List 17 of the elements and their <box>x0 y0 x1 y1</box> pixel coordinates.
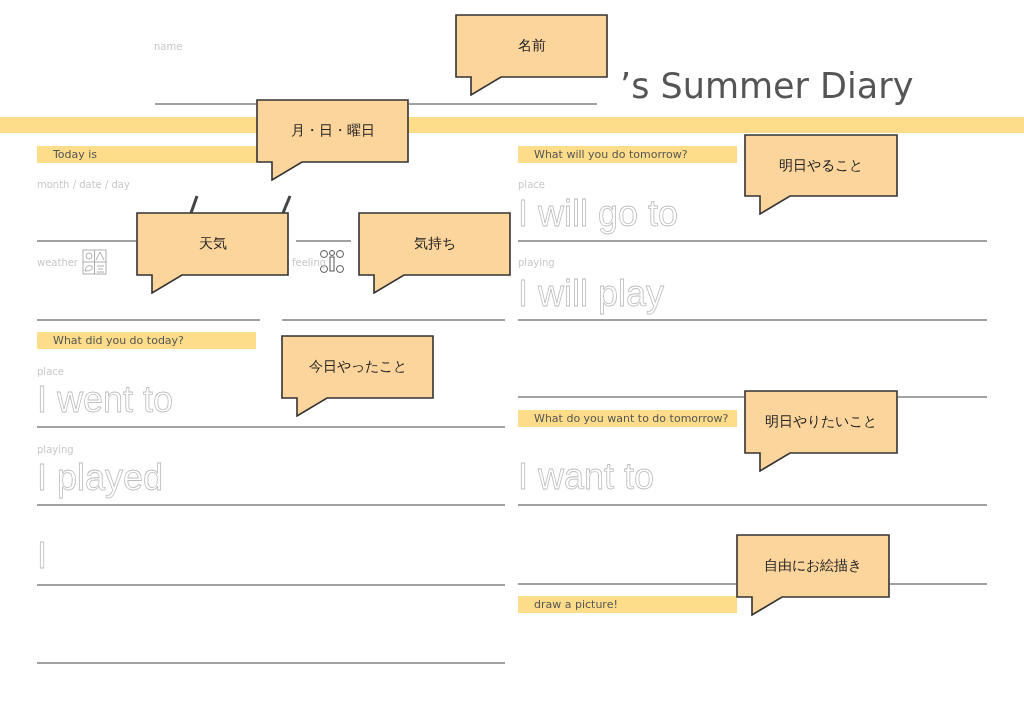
speech-bubble: 名前 <box>455 14 608 96</box>
speech-bubble: 今日やったこと <box>281 335 434 417</box>
speech-bubble: 天気 <box>136 212 289 294</box>
speech-bubble: 月・日・曜日 <box>256 99 409 181</box>
speech-bubble: 自由にお絵描き <box>736 534 890 616</box>
question-banner: draw a picture! <box>518 596 737 613</box>
tracing-text: I went to <box>37 382 174 418</box>
speech-bubble: 明日やりたいこと <box>744 390 898 472</box>
question-banner: Today is <box>37 146 257 163</box>
speech-bubble: 明日やること <box>744 134 898 215</box>
tracing-text: I <box>37 538 47 574</box>
speech-bubble: 気持ち <box>358 212 511 294</box>
question-banner: What will you do tomorrow? <box>518 146 737 163</box>
question-banner: What did you do today? <box>37 332 256 349</box>
question-banner: What do you want to do tomorrow? <box>518 410 737 427</box>
tracing-text: I want to <box>518 459 655 495</box>
title: ’s Summer Diary <box>620 66 914 106</box>
